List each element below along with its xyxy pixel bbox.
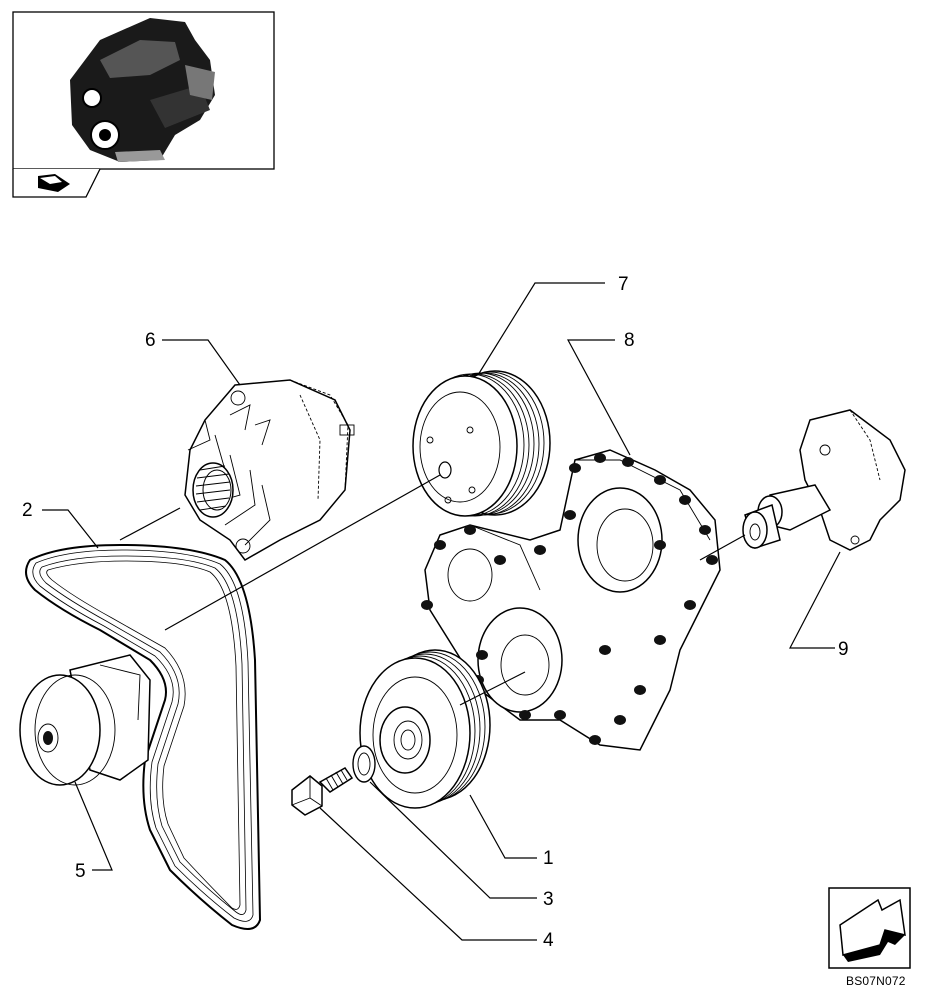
locator-tab[interactable] [12,168,101,198]
washer[interactable] [352,745,376,783]
timing-cover[interactable] [421,449,721,751]
drawing-code: BS07N072 [846,974,906,988]
poly-v-belt[interactable] [25,543,262,930]
arrow-icon [38,174,70,192]
arrow-icon [839,898,906,962]
callout-9: 9 [838,639,849,660]
callout-3: 3 [543,889,554,910]
next-page-button[interactable] [828,887,911,969]
callout-5: 5 [75,861,86,882]
callout-6: 6 [145,330,156,351]
callout-7: 7 [618,274,629,295]
callout-4: 4 [543,930,554,951]
engine-thumbnail[interactable] [12,11,275,170]
alternator[interactable] [184,379,355,561]
callout-8: 8 [624,330,635,351]
alignment-lines [119,474,746,706]
fan-pulley[interactable] [412,370,551,517]
engine-thumbnail-image [70,18,215,162]
callout-1: 1 [543,848,554,869]
leader-lines [42,282,841,941]
crankshaft[interactable] [742,409,906,551]
bolt[interactable] [291,767,354,816]
water-pump[interactable] [19,654,151,786]
crankshaft-pulley[interactable] [359,649,491,809]
callout-2: 2 [22,500,33,521]
